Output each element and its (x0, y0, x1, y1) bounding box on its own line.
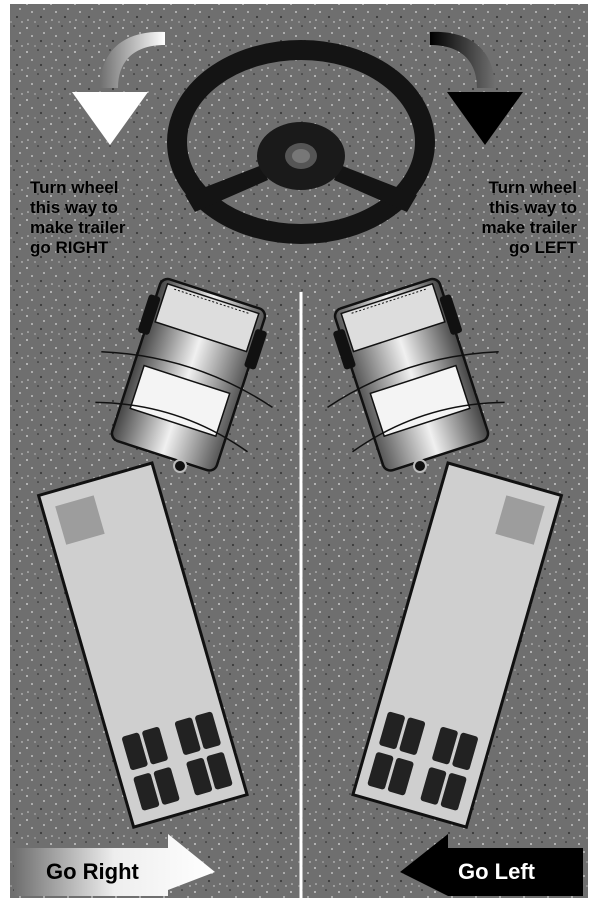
instruction-line: this way to (30, 198, 125, 218)
instruction-line: make trailer (30, 218, 125, 238)
instruction-line: Turn wheel (30, 178, 125, 198)
instruction-go-left: Turn wheel this way to make trailer go L… (482, 178, 577, 258)
instruction-line: go LEFT (482, 238, 577, 258)
instruction-go-right: Turn wheel this way to make trailer go R… (30, 178, 125, 258)
instruction-line: go RIGHT (30, 238, 125, 258)
instruction-line: make trailer (482, 218, 577, 238)
go-left-label: Go Left (458, 859, 535, 885)
instruction-line: this way to (482, 198, 577, 218)
go-right-label: Go Right (46, 859, 139, 885)
instruction-line: Turn wheel (482, 178, 577, 198)
